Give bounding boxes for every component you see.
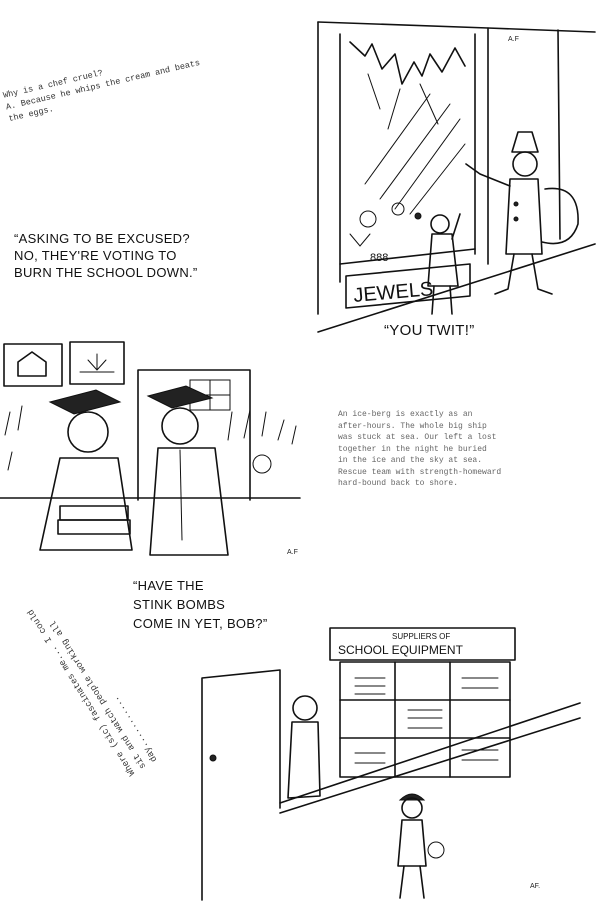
- glass-shine: [364, 93, 466, 215]
- teacher-head: [67, 411, 109, 453]
- loot-sack: [541, 187, 579, 245]
- typed-joke: Why is a chef cruel? A. Because he whips…: [2, 45, 204, 125]
- counter-edge: [279, 717, 581, 814]
- man-head: [512, 151, 538, 177]
- caption-line: NO, THEY'RE VOTING TO: [14, 248, 177, 263]
- caption-line: COME IN YET, BOB?”: [133, 616, 268, 631]
- student-head: [252, 454, 272, 474]
- mortarboard: [48, 389, 122, 415]
- jewel-gem: [414, 212, 422, 220]
- books: [59, 505, 129, 521]
- signature: AF.: [530, 883, 541, 890]
- boy-head: [430, 214, 450, 234]
- caption-line: STINK BOMBS: [133, 597, 226, 612]
- raised-hands: [227, 409, 297, 445]
- paragraph-line: Rescue team with strength-homeward: [338, 467, 502, 477]
- broken-glass: [349, 41, 466, 85]
- sunset-drawing: [79, 353, 115, 373]
- signature: A.F: [508, 36, 519, 43]
- teacher-coat: [149, 447, 229, 556]
- teacher-head: [161, 407, 199, 445]
- counter-top: [279, 702, 581, 804]
- paragraph-line: together in the night he buried: [338, 444, 487, 454]
- boy-coat: [427, 233, 459, 287]
- books: [57, 519, 131, 535]
- door-knob: [209, 754, 217, 762]
- glass-cracks: [367, 73, 439, 130]
- caption-line: “HAVE THE: [133, 578, 204, 593]
- house-drawing: [17, 351, 47, 377]
- shopkeeper-head: [292, 695, 318, 721]
- door-edge: [557, 29, 561, 240]
- shelf-dividers: [339, 661, 511, 778]
- jewel-ring: [391, 202, 405, 216]
- picture-house: [3, 343, 63, 387]
- caption-voting: “ASKING TO BE EXCUSED? NO, THEY'RE VOTIN…: [14, 230, 198, 281]
- window-frame-top: [317, 21, 489, 265]
- sign-large-text: SCHOOL EQUIPMENT: [338, 643, 464, 657]
- paragraph-line: hard-bound back to shore.: [338, 479, 459, 488]
- door-frame: [137, 369, 251, 501]
- jewel-ring: [359, 210, 377, 228]
- shop-sign-text: JEWELS: [353, 278, 435, 307]
- shopkeeper-body: [287, 721, 321, 799]
- jewel-necklace: [349, 233, 371, 247]
- teacher-gown: [39, 457, 133, 551]
- boy-legs: [431, 285, 453, 315]
- paragraph-line: after-hours. The whole big ship: [338, 421, 487, 431]
- mortarboard: [146, 385, 214, 409]
- caption-you-twit: “YOU TWIT!”: [384, 322, 475, 339]
- man-top-hat: [511, 131, 539, 153]
- paragraph-line: was stuck at sea. Our left a lost: [338, 433, 497, 442]
- pavement-line: [317, 243, 596, 333]
- coat-opening: [179, 449, 183, 541]
- supplier-sign: [329, 627, 516, 661]
- boy-body: [397, 819, 427, 867]
- supplies-shop-cartoon: SUPPLIERS OF SCHOOL EQUIPMENT: [201, 627, 581, 901]
- man-legs: [494, 253, 553, 295]
- picture-sunset: [69, 341, 125, 385]
- display-shelf: [339, 248, 476, 265]
- coat-button: [513, 201, 519, 207]
- shelf-unit: [339, 661, 511, 778]
- boy-cap: [398, 793, 426, 801]
- doorway: [201, 669, 281, 901]
- paragraph-line: in the ice and the sky at sea.: [338, 456, 483, 465]
- caption-line: BURN THE SCHOOL DOWN.”: [14, 265, 198, 280]
- boy-head: [401, 797, 423, 819]
- signature: A.F: [287, 549, 298, 556]
- sign-small-text: SUPPLIERS OF: [392, 632, 450, 641]
- caption-line: “ASKING TO BE EXCUSED?: [14, 231, 190, 246]
- price-tag: 888: [370, 252, 388, 264]
- raised-hands: [4, 405, 23, 471]
- wall-top: [487, 27, 596, 33]
- caption-stink-bombs: “HAVE THE STINK BOMBS COME IN YET, BOB?”: [133, 576, 267, 633]
- paragraph-line: An ice-berg is exactly as an: [338, 410, 473, 419]
- jewel-shop-cartoon: 888 JEWELS: [317, 21, 596, 333]
- man-arm: [465, 163, 511, 187]
- classroom-cartoon: [0, 341, 301, 556]
- boy-ball: [427, 841, 445, 859]
- boy-legs: [399, 865, 425, 899]
- man-coat: [505, 178, 543, 255]
- boy-arm: [451, 213, 461, 240]
- coat-button: [513, 216, 519, 222]
- typed-paragraph: An ice-berg is exactly as an after-hours…: [338, 409, 501, 490]
